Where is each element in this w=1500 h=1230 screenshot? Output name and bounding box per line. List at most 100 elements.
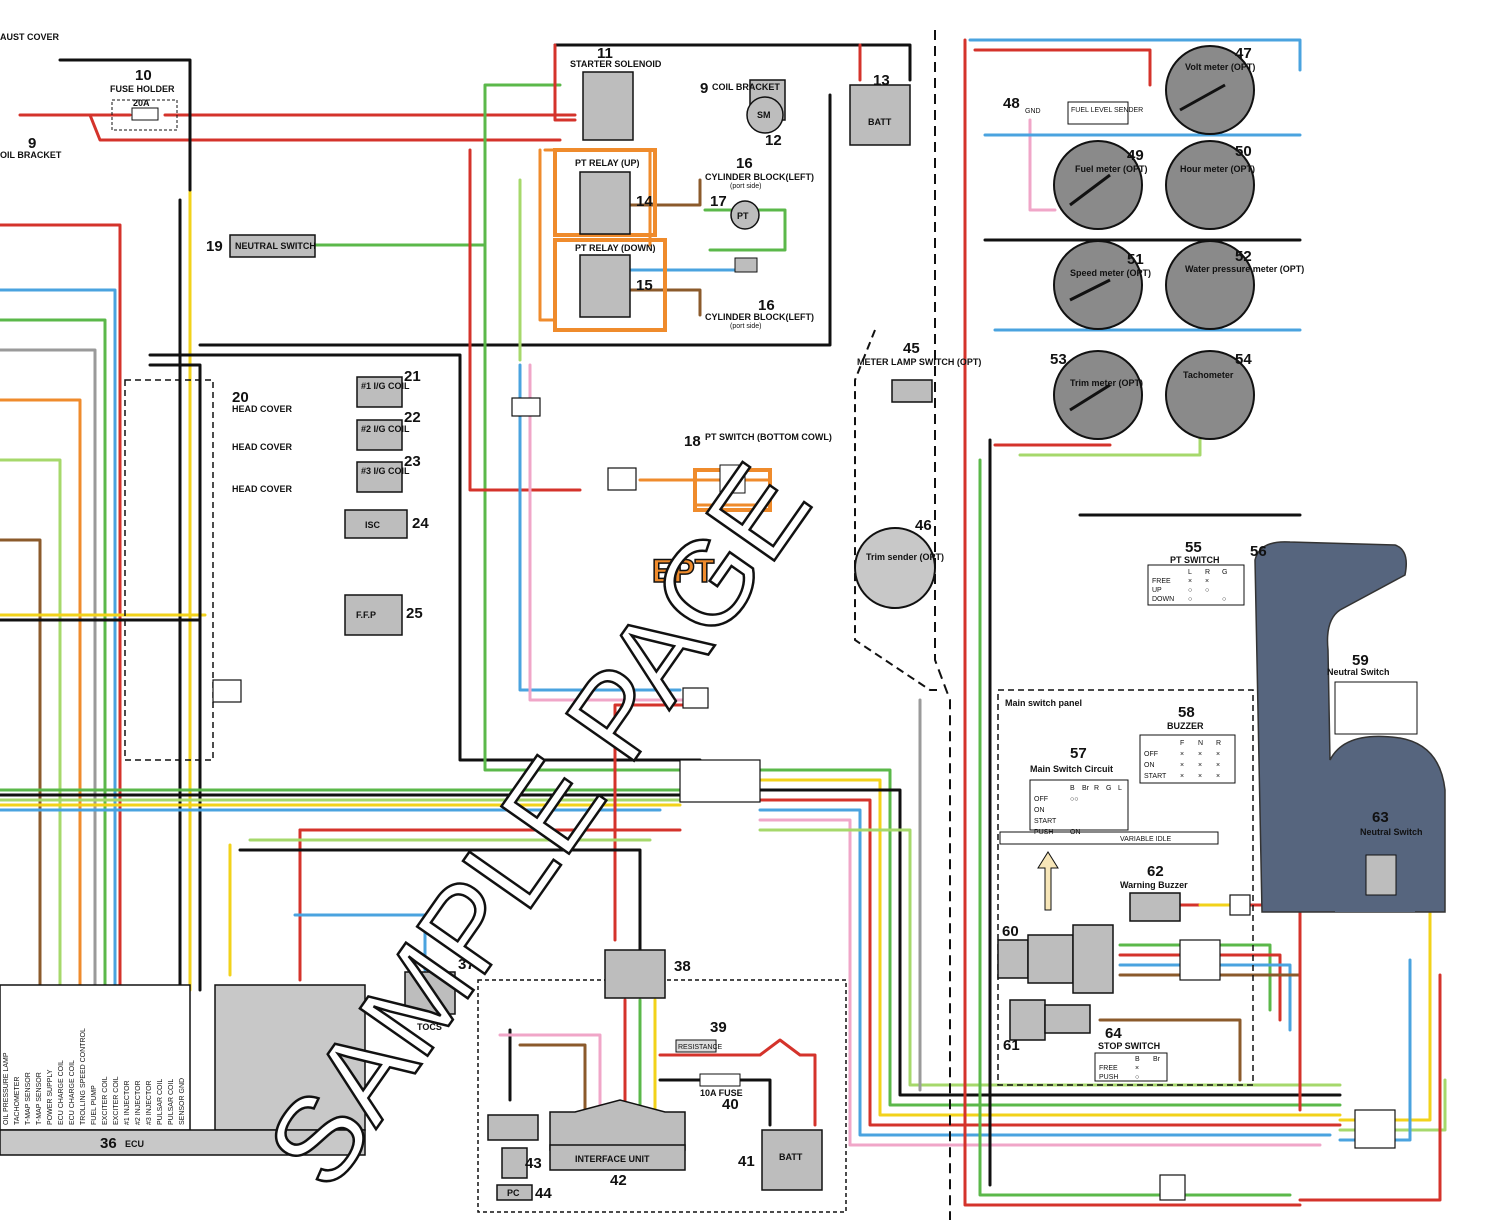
svg-text:12: 12 bbox=[765, 132, 782, 149]
battery-13: BATT 13 bbox=[849, 72, 911, 146]
stop-switch-61: 61 bbox=[1003, 999, 1091, 1054]
table-header: B bbox=[1070, 785, 1075, 792]
wires bbox=[0, 38, 1447, 1207]
pt-motor: PT 17 bbox=[710, 193, 760, 273]
table-header: R bbox=[1205, 569, 1210, 576]
svg-text:PT RELAY (UP): PT RELAY (UP) bbox=[575, 158, 640, 168]
ecu-pin-label: #3 INJECTOR bbox=[146, 1080, 153, 1125]
svg-text:Speed meter (OPT): Speed meter (OPT) bbox=[1070, 268, 1151, 278]
table-header: Br bbox=[1153, 1056, 1161, 1063]
table-cell: × bbox=[1135, 1065, 1139, 1072]
table-header: N bbox=[1198, 740, 1203, 747]
svg-text:25: 25 bbox=[406, 605, 423, 622]
svg-text:51: 51 bbox=[1127, 251, 1144, 268]
svg-text:Trim meter (OPT): Trim meter (OPT) bbox=[1070, 378, 1143, 388]
svg-text:9: 9 bbox=[700, 80, 708, 97]
svg-text:ECU: ECU bbox=[125, 1139, 144, 1149]
ecu-pin-label: PULSAR COIL bbox=[168, 1079, 175, 1125]
svg-text:49: 49 bbox=[1127, 147, 1144, 164]
svg-text:(port side): (port side) bbox=[730, 183, 762, 190]
table-cell: × bbox=[1198, 773, 1202, 780]
table-cell: × bbox=[1216, 762, 1220, 769]
table-cell: ON bbox=[1070, 829, 1081, 836]
svg-text:HEAD COVER: HEAD COVER bbox=[232, 484, 293, 494]
table-cell: ○ bbox=[1205, 587, 1209, 594]
svg-text:BATT: BATT bbox=[779, 1152, 803, 1162]
svg-text:60: 60 bbox=[1002, 923, 1019, 940]
svg-text:41: 41 bbox=[738, 1153, 755, 1170]
table-cell: START bbox=[1144, 773, 1167, 780]
svg-text:10: 10 bbox=[135, 67, 152, 84]
fuel-level-sender bbox=[1067, 101, 1129, 125]
svg-text:Main switch panel: Main switch panel bbox=[1005, 698, 1082, 708]
svg-text:Neutral Switch: Neutral Switch bbox=[1360, 827, 1423, 837]
svg-text:PT: PT bbox=[737, 211, 749, 221]
svg-text:INTERFACE UNIT: INTERFACE UNIT bbox=[575, 1154, 650, 1164]
table-header: R bbox=[1216, 740, 1221, 747]
svg-text:63: 63 bbox=[1372, 809, 1389, 826]
table-cell: OFF bbox=[1034, 796, 1048, 803]
svg-text:56: 56 bbox=[1250, 543, 1267, 560]
interface-unit-42: INTERFACE UNIT 42 bbox=[549, 1099, 686, 1189]
gauge-hour-50: Hour meter (OPT) 50 bbox=[1165, 140, 1255, 230]
svg-text:Trim sender (OPT): Trim sender (OPT) bbox=[866, 552, 944, 562]
svg-text:FUEL LEVEL SENDER: FUEL LEVEL SENDER bbox=[1071, 107, 1143, 114]
fuse-40: 10A FUSE 40 bbox=[699, 1073, 743, 1113]
svg-text:58: 58 bbox=[1178, 704, 1195, 721]
svg-text:Hour meter (OPT): Hour meter (OPT) bbox=[1180, 164, 1255, 174]
svg-text:COIL BRACKET: COIL BRACKET bbox=[712, 82, 780, 92]
svg-text:GND: GND bbox=[1025, 108, 1041, 115]
svg-text:36: 36 bbox=[100, 1135, 117, 1152]
svg-text:(port side): (port side) bbox=[730, 323, 762, 330]
svg-text:HEAD COVER: HEAD COVER bbox=[232, 442, 293, 452]
svg-text:40: 40 bbox=[722, 1096, 739, 1113]
svg-text:STOP SWITCH: STOP SWITCH bbox=[1098, 1041, 1160, 1051]
ecu-pin-label: #2 INJECTOR bbox=[135, 1080, 142, 1125]
svg-text:21: 21 bbox=[404, 368, 421, 385]
svg-text:10A FUSE: 10A FUSE bbox=[700, 1088, 743, 1098]
svg-text:ISC: ISC bbox=[365, 520, 381, 530]
svg-text:59: 59 bbox=[1352, 652, 1369, 669]
ecu-pin-label: OIL PRESSURE LAMP bbox=[3, 1052, 10, 1125]
ept-label: EPT bbox=[652, 553, 715, 589]
svg-text:50: 50 bbox=[1235, 143, 1252, 160]
svg-text:NEUTRAL SWITCH: NEUTRAL SWITCH bbox=[235, 241, 316, 251]
svg-text:TOCS: TOCS bbox=[417, 1022, 442, 1032]
svg-text:44: 44 bbox=[535, 1185, 552, 1202]
ecu-pin-label: FUEL PUMP bbox=[91, 1085, 98, 1125]
table-cell: ○ bbox=[1188, 587, 1192, 594]
usb-43-44: 43 PC 44 bbox=[487, 1114, 552, 1202]
table-header: R bbox=[1094, 785, 1099, 792]
neutral-switch-19: NEUTRAL SWITCH 19 bbox=[206, 234, 316, 258]
svg-text:52: 52 bbox=[1235, 248, 1252, 265]
table-cell: OFF bbox=[1144, 751, 1158, 758]
svg-text:Water pressure meter (OPT): Water pressure meter (OPT) bbox=[1185, 264, 1304, 274]
svg-text:13: 13 bbox=[873, 72, 890, 89]
table-cell: ○ bbox=[1188, 596, 1192, 603]
table-cell: × bbox=[1180, 762, 1184, 769]
svg-text:53: 53 bbox=[1050, 351, 1067, 368]
svg-text:9: 9 bbox=[28, 135, 36, 152]
svg-text:#2 I/G COIL: #2 I/G COIL bbox=[361, 424, 410, 434]
table-cell: ○ bbox=[1135, 1074, 1139, 1081]
svg-text:PC: PC bbox=[507, 1188, 520, 1198]
svg-text:PT RELAY (DOWN): PT RELAY (DOWN) bbox=[575, 243, 656, 253]
fuse-holder-label: FUSE HOLDER bbox=[110, 84, 175, 94]
tocs-37: TOCS 37 bbox=[404, 956, 475, 1032]
svg-text:METER LAMP SWITCH (OPT): METER LAMP SWITCH (OPT) bbox=[857, 357, 981, 367]
svg-text:Volt meter (OPT): Volt meter (OPT) bbox=[1185, 62, 1255, 72]
up-arrow-icon bbox=[1037, 851, 1059, 911]
svg-text:24: 24 bbox=[412, 515, 429, 532]
neutral-switch-63 bbox=[1365, 854, 1397, 896]
table-header: Br bbox=[1082, 785, 1090, 792]
svg-text:11: 11 bbox=[597, 45, 613, 62]
svg-text:47: 47 bbox=[1235, 45, 1252, 62]
table-cell: DOWN bbox=[1152, 596, 1174, 603]
svg-text:BATT: BATT bbox=[868, 117, 892, 127]
ecu-pin-label: EXCITER COIL bbox=[102, 1076, 109, 1125]
table-cell: PUSH bbox=[1034, 829, 1053, 836]
